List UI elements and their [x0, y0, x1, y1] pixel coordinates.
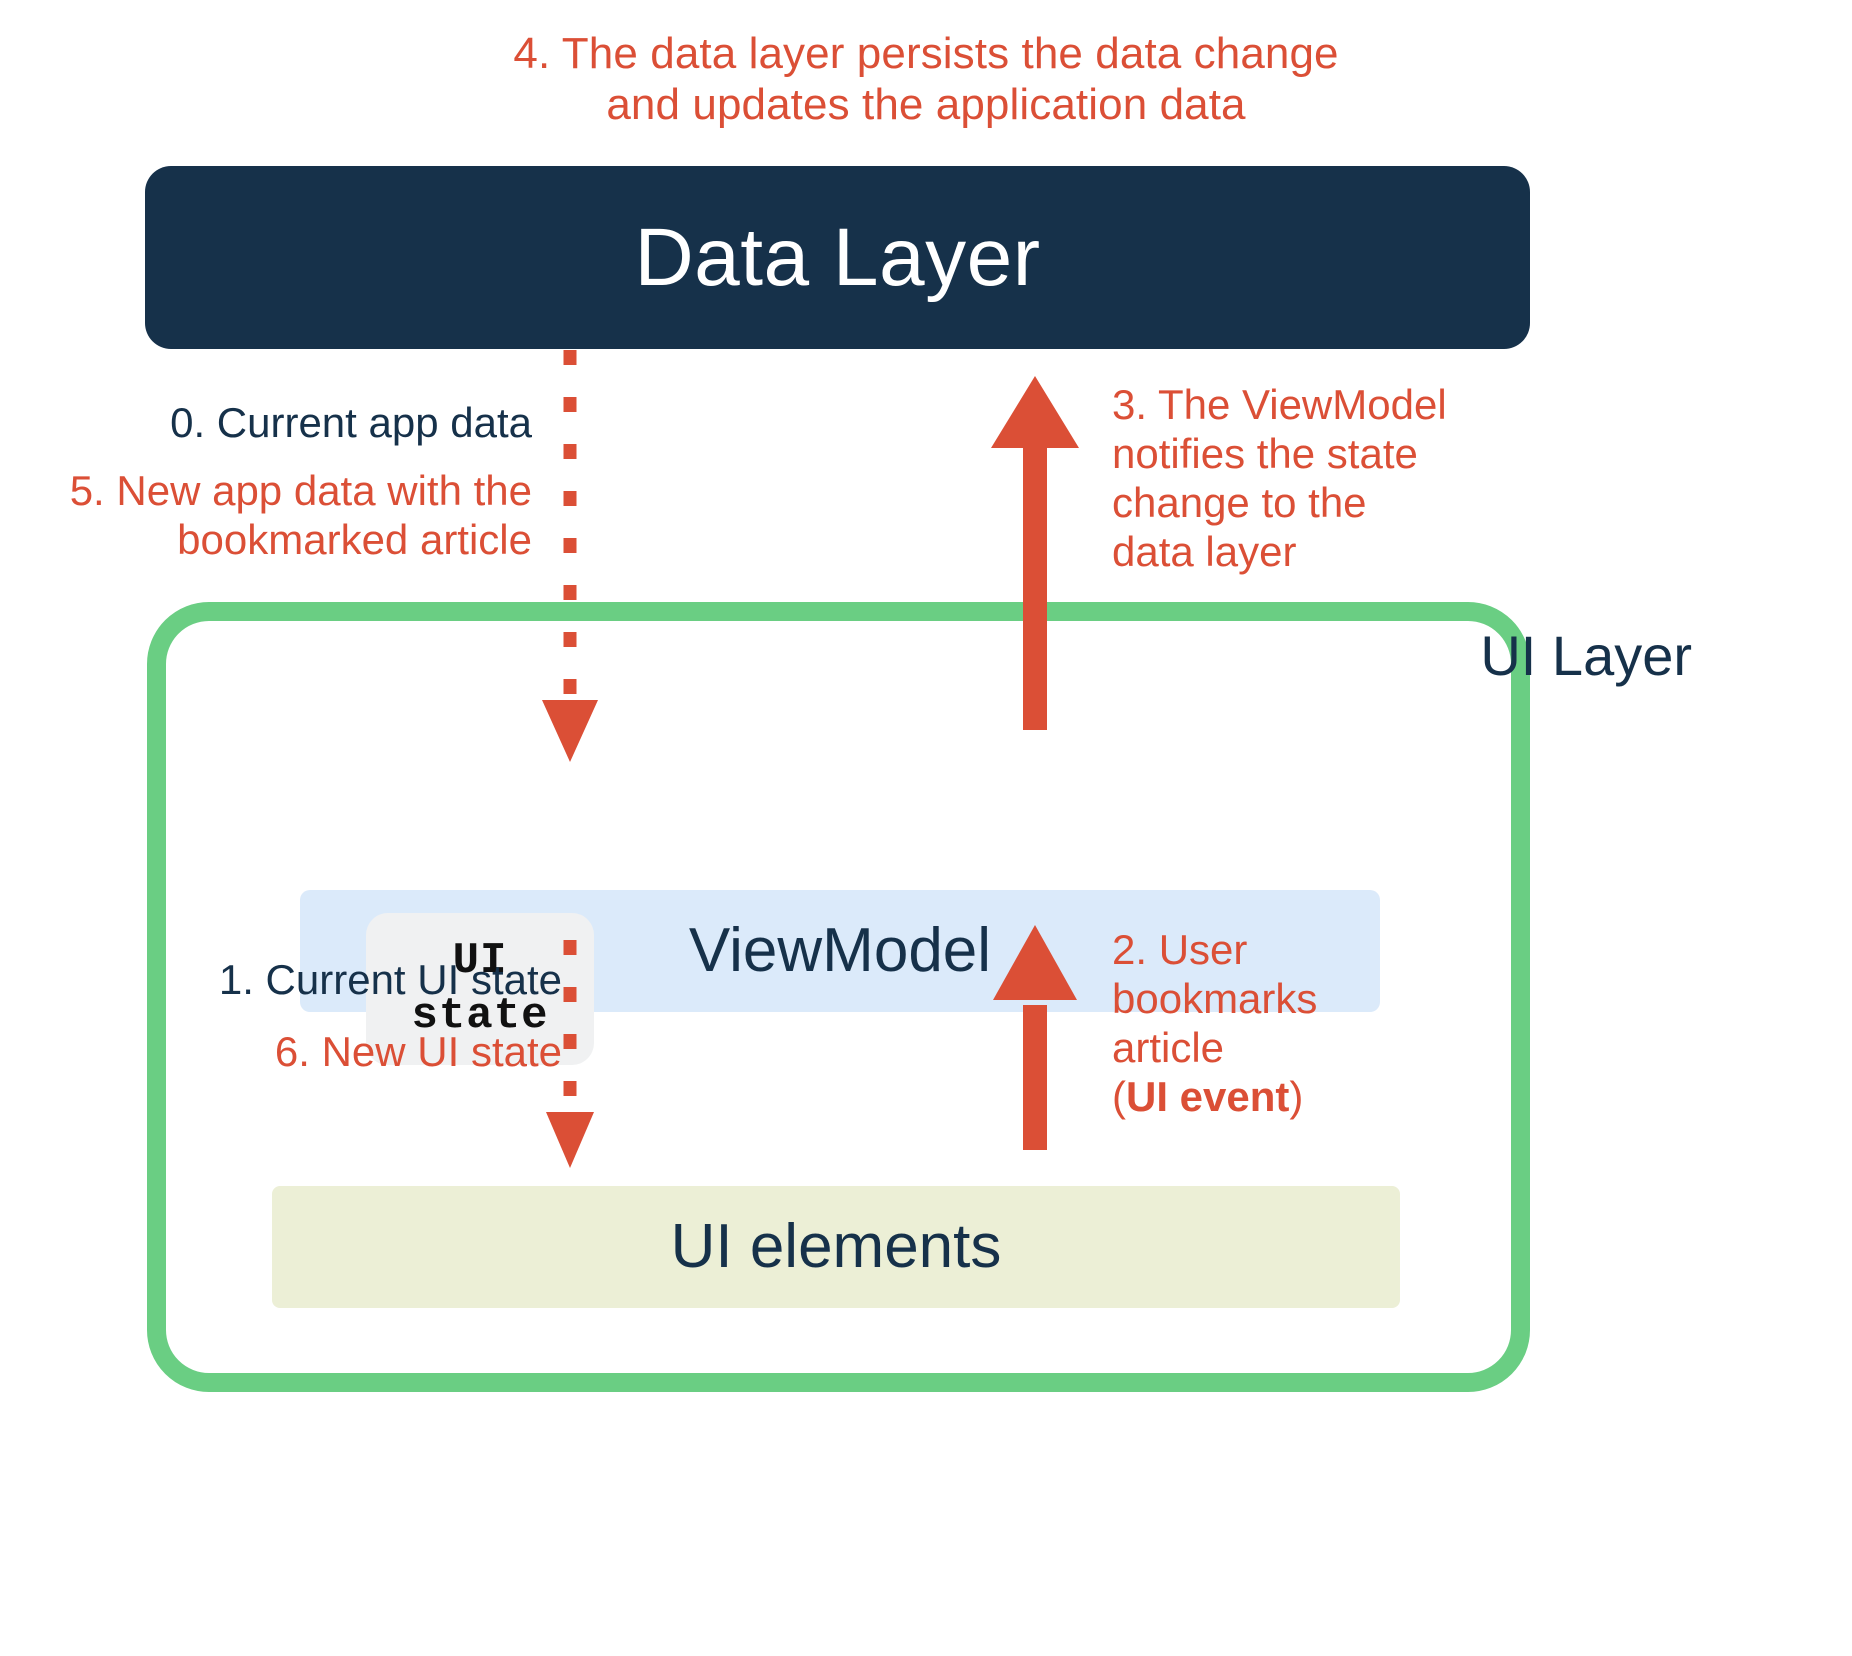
annotation-step-6: 6. New UI state [102, 1027, 562, 1076]
annotation-step-3: 3. The ViewModel notifies the state chan… [1112, 380, 1532, 577]
data-layer-label: Data Layer [634, 211, 1041, 303]
diagram-title: 4. The data layer persists the data chan… [0, 28, 1852, 131]
annotation-step-3-line-4: data layer [1112, 528, 1297, 576]
annotation-step-6-line-1: 6. New UI state [274, 1028, 562, 1075]
annotation-step-0: 0. Current app data [12, 398, 532, 447]
annotation-step-0-line-1: 0. Current app data [170, 399, 532, 446]
annotation-step-3-line-2: notifies the state [1112, 430, 1418, 478]
ui-elements-box: UI elements [272, 1186, 1400, 1308]
viewmodel-label: ViewModel [688, 916, 992, 985]
annotation-step-1-line-1: 1. Current UI state [218, 956, 562, 1003]
viewmodel-box: ViewModel [300, 890, 1380, 1012]
annotation-step-2-line-2: bookmarks [1112, 975, 1318, 1023]
annotation-step-2-line-4: (UI event) [1112, 1072, 1512, 1121]
annotation-step-5-line-1: 5. New app data with the [69, 467, 532, 514]
step2-ui-event-bold: UI event [1126, 1073, 1290, 1121]
annotation-step-3-line-3: change to the [1112, 479, 1367, 527]
annotation-step-1: 1. Current UI state [102, 955, 562, 1004]
annotation-step-2-line-3: article [1112, 1024, 1225, 1072]
ui-elements-label: UI elements [670, 1212, 1002, 1281]
diagram-title-line-2: and updates the application data [606, 80, 1246, 130]
annotation-step-5-line-2: bookmarked article [177, 516, 532, 564]
step2-paren-open: ( [1112, 1073, 1126, 1121]
annotation-step-5: 5. New app data with the bookmarked arti… [0, 466, 532, 564]
data-layer-box: Data Layer [145, 166, 1530, 349]
ui-state-chip-line-1: UI [452, 936, 508, 986]
annotation-step-3-line-1: 3. The ViewModel [1112, 381, 1447, 428]
ui-layer-label: UI Layer [1480, 624, 1692, 687]
ui-layer-box [147, 602, 1530, 1392]
annotation-step-2: 2. User bookmarks article (UI event) [1112, 925, 1512, 1122]
step2-paren-close: ) [1289, 1073, 1304, 1121]
annotation-step-2-line-1: 2. User [1112, 926, 1248, 973]
ui-state-chip-line-2: state [411, 991, 549, 1041]
ui-state-chip: UI state [366, 913, 594, 1065]
diagram-title-line-1: 4. The data layer persists the data chan… [513, 29, 1339, 78]
